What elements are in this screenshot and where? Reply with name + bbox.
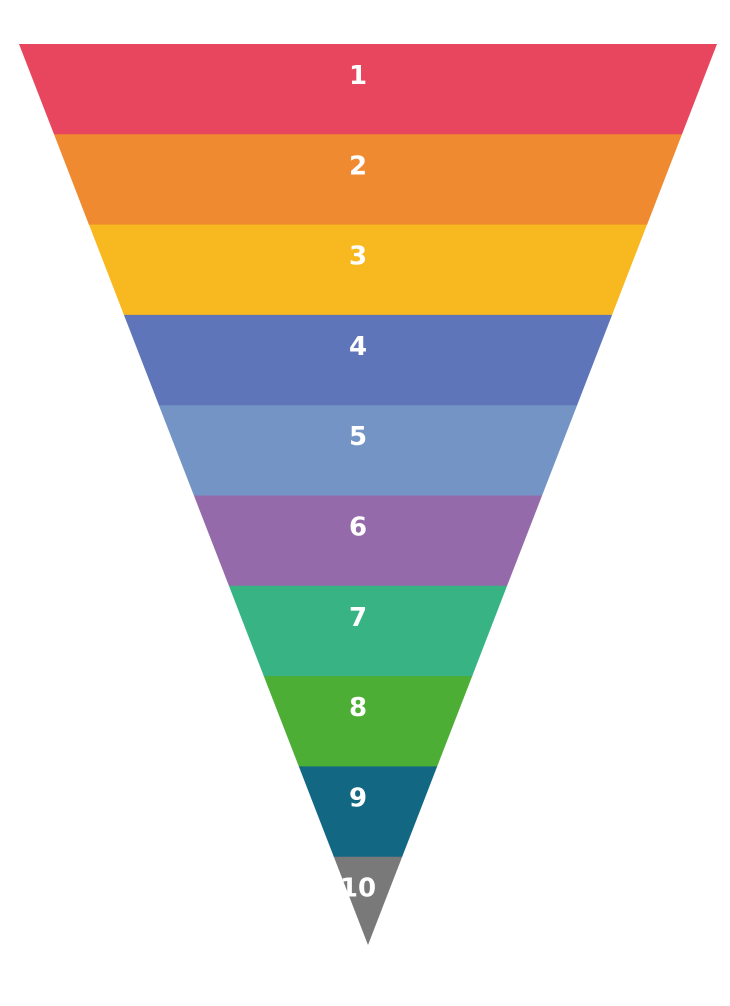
funnel-layer-shape (193, 495, 543, 587)
funnel-layer-10: 10 (333, 856, 403, 945)
funnel-layer-1: 1 (19, 44, 717, 135)
funnel-layer-label: 5 (349, 422, 367, 452)
funnel-layer-label: 1 (349, 61, 367, 91)
funnel-layer-label: 7 (349, 603, 367, 633)
funnel-layer-label: 3 (349, 242, 367, 272)
funnel-layer-6: 6 (193, 495, 543, 587)
funnel-layer-7: 7 (228, 585, 508, 677)
funnel-layer-8: 8 (263, 676, 473, 767)
funnel-layer-label: 10 (340, 874, 376, 904)
funnel-layer-shape (298, 766, 438, 858)
funnel-layer-5: 5 (158, 405, 578, 496)
funnel-layer-3: 3 (89, 224, 647, 316)
funnel-layer-label: 6 (349, 513, 367, 543)
funnel-layer-shape (89, 224, 647, 316)
funnel-layer-label: 2 (349, 151, 367, 181)
funnel-layer-shape (54, 134, 682, 226)
funnel-layer-shape (123, 314, 613, 406)
funnel-layer-shape (228, 585, 508, 677)
funnel-layer-4: 4 (123, 314, 613, 406)
funnel-layer-2: 2 (54, 134, 682, 226)
funnel-layer-shape (158, 405, 578, 496)
funnel-layer-shape (333, 856, 403, 945)
funnel-layer-label: 9 (349, 783, 367, 813)
funnel-layer-shape (19, 44, 717, 135)
funnel-layer-9: 9 (298, 766, 438, 858)
funnel-layer-label: 4 (349, 332, 367, 362)
funnel-layer-shape (263, 676, 473, 767)
funnel-layer-label: 8 (349, 693, 367, 723)
